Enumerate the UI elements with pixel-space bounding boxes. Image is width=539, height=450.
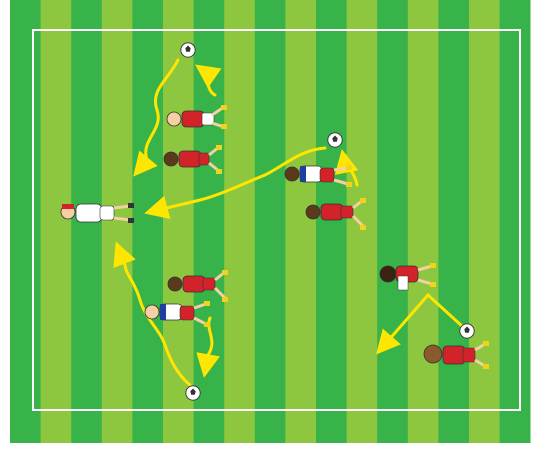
grass-stripe: [316, 0, 347, 443]
ball-icon: [181, 43, 195, 57]
grass-stripe: [347, 0, 378, 443]
grass-stripe: [194, 0, 225, 443]
grass-stripe: [255, 0, 286, 443]
grass-stripe: [41, 0, 72, 443]
grass-stripe: [132, 0, 163, 443]
grass-stripe: [500, 0, 531, 443]
grass-stripe: [377, 0, 408, 443]
ball-icon: [328, 133, 342, 147]
grass-stripe: [438, 0, 469, 443]
grass-stripe: [163, 0, 194, 443]
grass-stripe: [224, 0, 255, 443]
ball-icon: [186, 386, 200, 400]
grass-stripe: [408, 0, 439, 443]
grass-stripe: [469, 0, 500, 443]
grass-stripe: [10, 0, 41, 443]
ball-icon: [460, 324, 474, 338]
grass-stripe: [285, 0, 316, 443]
